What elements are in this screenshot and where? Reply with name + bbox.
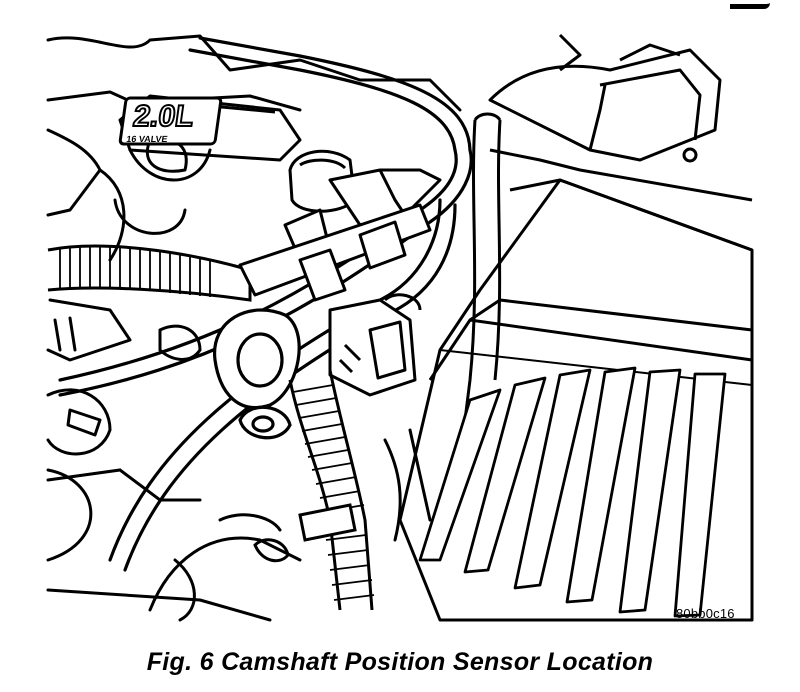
power-distribution-box xyxy=(488,33,753,252)
harness-bracket xyxy=(238,203,432,302)
figure-reference-code: 80bb0c16 xyxy=(676,606,735,621)
camshaft-position-sensor xyxy=(328,293,422,397)
engine-badge-text: 2.0L xyxy=(131,100,196,133)
figure-caption: Fig. 6 Camshaft Position Sensor Location xyxy=(146,648,654,676)
corrugated-hose-left xyxy=(47,244,252,302)
top-edge-mark xyxy=(730,0,770,9)
engine-block xyxy=(46,34,462,622)
corrugated-hose-center xyxy=(288,369,375,611)
vertical-pipe xyxy=(463,112,502,421)
engine-badge-subtext: 16 VALVE xyxy=(126,134,169,144)
air-cleaner-ribs xyxy=(418,366,727,618)
ground-eyelet xyxy=(213,308,301,440)
lower-components xyxy=(46,324,432,622)
engine-badge: 2.0L 16 VALVE xyxy=(118,96,223,146)
